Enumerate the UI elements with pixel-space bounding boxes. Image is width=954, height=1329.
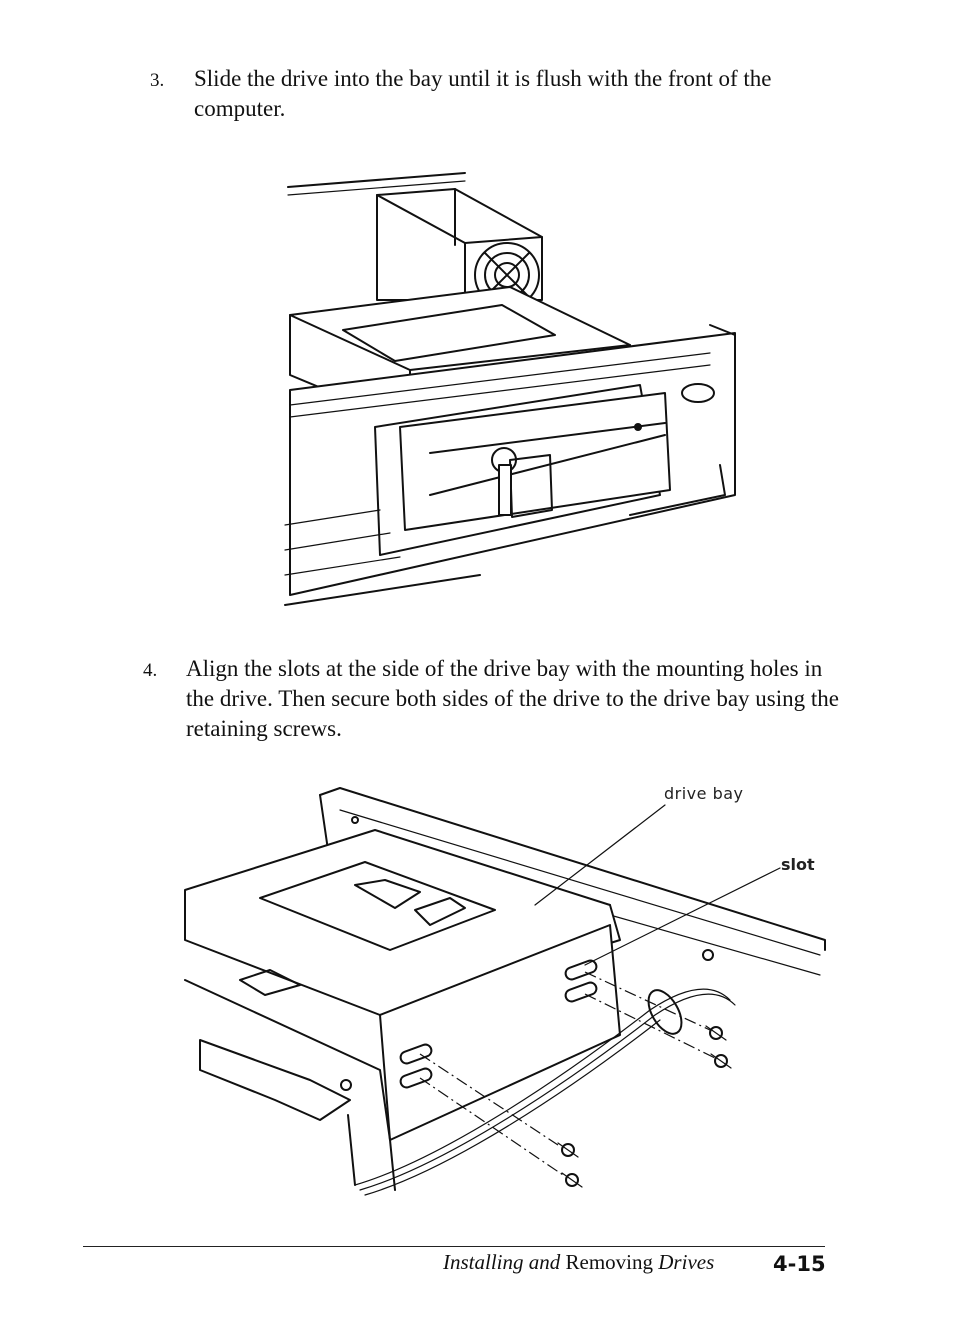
footer-divider <box>83 1246 825 1247</box>
step-text: Slide the drive into the bay until it is… <box>194 66 772 121</box>
step-number: 4. <box>143 660 158 681</box>
step-text: Align the slots at the side of the drive… <box>186 656 839 741</box>
footer-title-part: Drives <box>658 1250 715 1274</box>
footer-chapter-title: Installing and Removing Drives <box>443 1250 714 1275</box>
callout-slot: slot <box>781 855 815 874</box>
page-number: 4-15 <box>773 1252 826 1276</box>
screw-icon <box>557 1142 579 1158</box>
footer-title-part: Removing <box>565 1250 654 1274</box>
figure-drive-slid-into-bay <box>284 172 736 606</box>
figure-drive-bay-screws <box>184 787 826 1196</box>
footer-title-part: Installing and <box>443 1250 561 1274</box>
screw-icon <box>710 1053 732 1069</box>
screw-icon <box>561 1172 583 1188</box>
screw-icon <box>705 1025 727 1041</box>
callout-drive-bay: drive bay <box>664 784 744 803</box>
step-number: 3. <box>150 70 165 91</box>
